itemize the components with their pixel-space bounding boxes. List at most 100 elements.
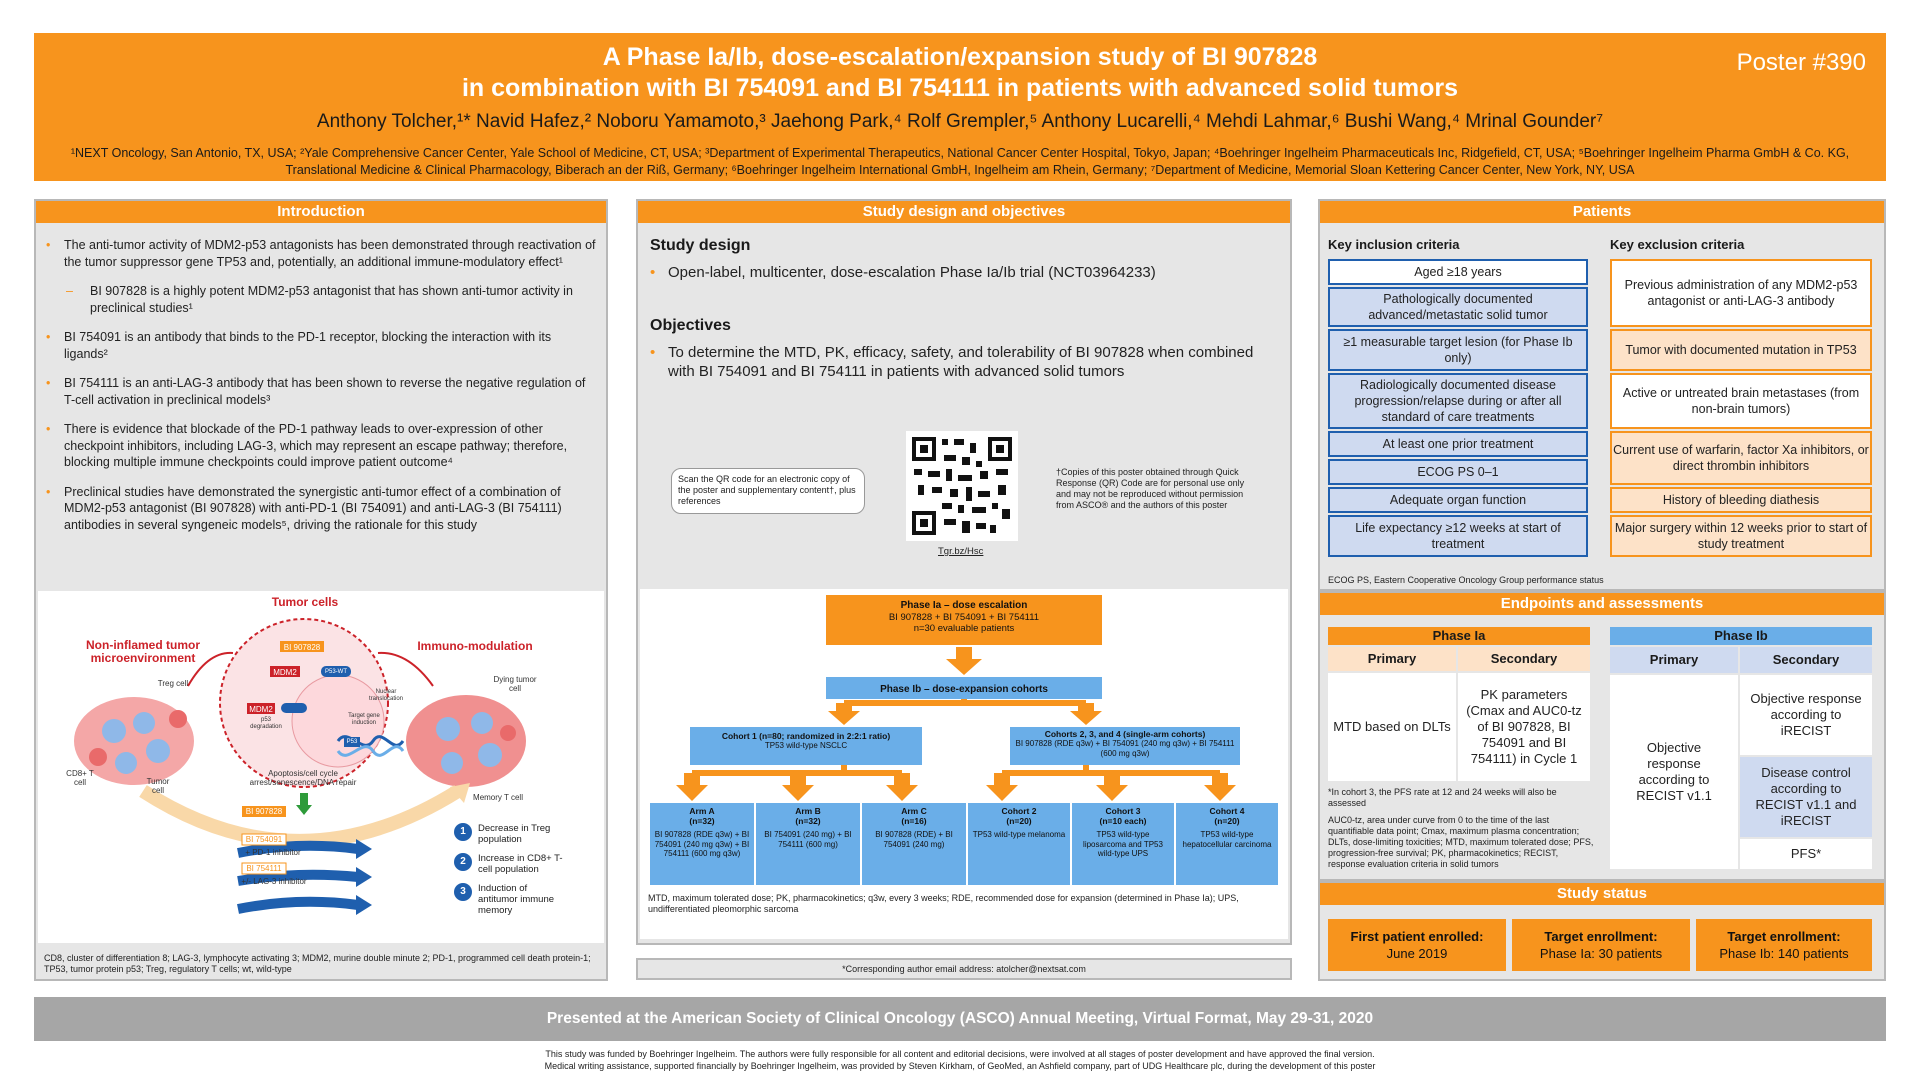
phase-ia-secondary-endpoint: PK parameters (Cmax and AUC0-tz of BI 90…	[1458, 673, 1590, 781]
qr-code[interactable]	[906, 431, 1018, 541]
p53-wt-tag: P53-WT	[324, 669, 347, 675]
treg-cell-label: Treg cell	[157, 679, 189, 688]
objectives-bullet: To determine the MTD, PK, efficacy, safe…	[650, 343, 1270, 381]
intro-bullet: There is evidence that blockade of the P…	[46, 421, 596, 471]
copyright-note: †Copies of this poster obtained through …	[1056, 467, 1245, 510]
intro-sub-bullet: BI 907828 is a highly potent MDM2-p53 an…	[46, 283, 596, 316]
qr-short-link[interactable]: Tgr.bz/Hsc	[938, 546, 984, 557]
qr-code-graphic	[912, 437, 1012, 535]
legend-marker-2: 2	[454, 853, 472, 871]
phase-ia-secondary-heading: Secondary	[1458, 647, 1590, 671]
inclusion-criterion: ECOG PS 0–1	[1328, 459, 1588, 485]
bi907828-arrow-tag: BI 907828	[245, 807, 283, 816]
endpoint-footnote-cohort3: *In cohort 3, the PFS rate at 12 and 24 …	[1328, 787, 1557, 808]
cohort1-title: Cohort 1 (n=80; randomized in 2:2:1 rati…	[721, 731, 891, 741]
cohort4-box: Cohort 4 (n=20) TP53 wild-type hepatocel…	[1176, 803, 1278, 885]
study-status-panel: Study status First patient enrolled: Jun…	[1318, 881, 1886, 981]
arm-a-n: (n=32)	[689, 816, 715, 826]
intro-bullet: Preclinical studies have demonstrated th…	[46, 484, 596, 534]
funding-line-1: This study was funded by Boehringer Inge…	[545, 1049, 1375, 1059]
cohort2-population: TP53 wild-type melanoma	[972, 830, 1066, 839]
immuno-modulation-label: Immuno-modulation	[417, 639, 533, 653]
arm-c-n: (n=16)	[901, 816, 927, 826]
introduction-footnote: CD8, cluster of differentiation 8; LAG-3…	[44, 953, 591, 974]
status-value: June 2019	[1386, 946, 1448, 961]
mechanism-figure: Tumor cells Non-inflamed tumor microenvi…	[38, 591, 604, 943]
memory-t-cell-label: Memory T cell	[473, 793, 523, 802]
status-label: First patient enrolled:	[1350, 929, 1484, 944]
status-box-target-ib: Target enrollment: Phase Ib: 140 patient…	[1696, 919, 1872, 971]
phase-ib-secondary-endpoint: PFS*	[1740, 839, 1872, 869]
exclusion-criterion: Tumor with documented mutation in TP53	[1610, 329, 1872, 371]
inclusion-criterion: Pathologically documented advanced/metas…	[1328, 287, 1588, 327]
phase-ib-secondary-endpoint: Disease control according to RECIST v1.1…	[1740, 757, 1872, 837]
cohort3-n: (n=10 each)	[1099, 816, 1147, 826]
inclusion-criterion: Aged ≥18 years	[1328, 259, 1588, 285]
arm-c-box: Arm C (n=16) BI 907828 (RDE) + BI 754091…	[862, 803, 966, 885]
design-footnote: MTD, maximum tolerated dose; PK, pharmac…	[648, 893, 1239, 914]
funding-line-2: Medical writing assistance, supported fi…	[544, 1061, 1376, 1071]
exclusion-criterion: History of bleeding diathesis	[1610, 487, 1872, 513]
status-box-first-patient: First patient enrolled: June 2019	[1328, 919, 1506, 971]
status-label: Target enrollment:	[1727, 929, 1841, 944]
status-label: Target enrollment:	[1544, 929, 1658, 944]
affiliations: ¹NEXT Oncology, San Antonio, TX, USA; ²Y…	[70, 146, 1850, 177]
arm-b-regimen: BI 754091 (240 mg) + BI 754111 (600 mg)	[764, 830, 852, 849]
tumor-cells-label: Tumor cells	[271, 595, 339, 609]
exclusion-criterion: Current use of warfarin, factor Xa inhib…	[1610, 431, 1872, 485]
bi754091-tag: BI 754091	[245, 835, 283, 844]
inclusion-criterion: ≥1 measurable target lesion (for Phase I…	[1328, 329, 1588, 371]
mdm2-tag: MDM2	[273, 668, 297, 677]
status-value: Phase Ib: 140 patients	[1719, 946, 1849, 961]
arm-c-title: Arm C	[901, 806, 927, 816]
mechanism-diagram	[74, 618, 526, 915]
patients-panel: Patients Key inclusion criteria Key excl…	[1318, 199, 1886, 591]
legend-marker-3: 3	[454, 883, 472, 901]
corresponding-email[interactable]: *Corresponding author email address: ato…	[636, 958, 1292, 980]
lag3-inhibitor-label: +/- LAG-3 inhibitor	[241, 877, 307, 886]
legend-text-1: Decrease in Treg population	[478, 823, 551, 845]
phase-ia-n: n=30 evaluable patients	[913, 623, 1015, 634]
phase-ib-box: Phase Ib – dose-expansion cohorts	[826, 677, 1102, 699]
phase-ia-primary-endpoint: MTD based on DLTs	[1328, 673, 1456, 781]
inclusion-criterion: Life expectancy ≥12 weeks at start of tr…	[1328, 515, 1588, 557]
study-design-heading: Study design and objectives	[638, 201, 1290, 223]
bi754111-tag: BI 754111	[246, 864, 282, 873]
inclusion-criterion: At least one prior treatment	[1328, 431, 1588, 457]
introduction-panel: Introduction The anti-tumor activity of …	[34, 199, 608, 981]
poster-title-line1: A Phase Ia/Ib, dose-escalation/expansion…	[602, 43, 1318, 71]
phase-ib-title: Phase Ib – dose-expansion cohorts	[880, 684, 1048, 695]
funding-statement: This study was funded by Boehringer Inge…	[34, 1048, 1886, 1072]
introduction-bullets: The anti-tumor activity of MDM2-p53 anta…	[46, 237, 596, 546]
patients-heading: Patients	[1320, 201, 1884, 223]
poster-header: A Phase Ia/Ib, dose-escalation/expansion…	[34, 33, 1886, 181]
endpoints-panel: Endpoints and assessments Phase Ia Prima…	[1318, 591, 1886, 881]
inclusion-criterion: Adequate organ function	[1328, 487, 1588, 513]
endpoint-abbreviations: AUC0-tz, area under curve from 0 to the …	[1328, 815, 1594, 869]
poster-number: Poster #390	[1736, 49, 1866, 76]
arm-c-regimen: BI 907828 (RDE) + BI 754091 (240 mg)	[875, 830, 953, 849]
legend-text-3: Induction of antitumor immune memory	[478, 883, 555, 916]
phase-ia-regimen: BI 907828 + BI 754091 + BI 754111	[888, 612, 1040, 623]
status-box-target-ia: Target enrollment: Phase Ia: 30 patients	[1512, 919, 1690, 971]
cohort234-title: Cohorts 2, 3, and 4 (single-arm cohorts)	[1044, 729, 1206, 739]
non-inflamed-label: Non-inflamed tumor microenvironment	[86, 638, 200, 665]
exclusion-criterion: Previous administration of any MDM2-p53 …	[1610, 259, 1872, 327]
phase-ib-primary-endpoint: Objective response according to RECIST v…	[1610, 675, 1738, 869]
arm-b-box: Arm B (n=32) BI 754091 (240 mg) + BI 754…	[756, 803, 860, 885]
status-value: Phase Ia: 30 patients	[1539, 946, 1663, 961]
cohort2-title: Cohort 2	[1001, 806, 1037, 816]
cd8-t-cell-label: CD8+ T cell	[66, 769, 94, 787]
patients-footnote: ECOG PS, Eastern Cooperative Oncology Gr…	[1328, 575, 1604, 585]
tumor-cell-label: Tumor cell	[146, 777, 170, 795]
cohort2-box: Cohort 2 (n=20) TP53 wild-type melanoma	[968, 803, 1070, 885]
intro-bullet: BI 754091 is an antibody that binds to t…	[46, 329, 596, 362]
arm-a-box: Arm A (n=32) BI 907828 (RDE q3w) + BI 75…	[650, 803, 754, 885]
pd1-inhibitor-label: + PD-1 inhibitor	[245, 848, 301, 857]
study-status-heading: Study status	[1320, 883, 1884, 905]
mdm2-tag-lower: MDM2	[249, 705, 273, 714]
inclusion-title: Key inclusion criteria	[1328, 237, 1460, 252]
presentation-banner: Presented at the American Society of Cli…	[34, 997, 1886, 1041]
author-list: Anthony Tolcher,¹* Navid Hafez,² Noboru …	[316, 111, 1604, 132]
apoptosis-label: Apoptosis/cell cycle arrest/senescence/D…	[249, 769, 357, 787]
